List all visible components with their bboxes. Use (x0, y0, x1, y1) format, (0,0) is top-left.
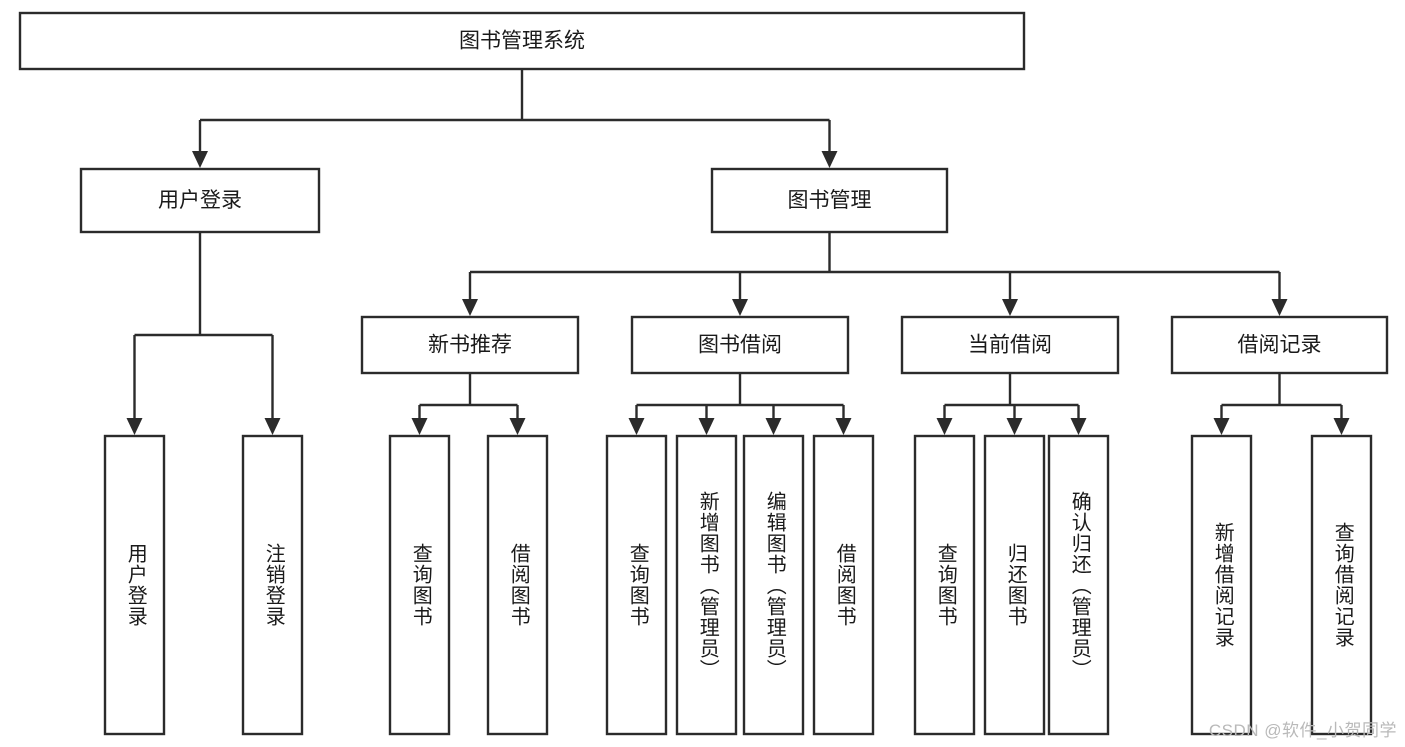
arrow-head-icon (732, 299, 748, 316)
arrow-head-icon (1271, 299, 1288, 316)
node-box-leaf-return-book[interactable] (983, 434, 1046, 736)
arrow-head-icon (462, 299, 478, 316)
node-box-leaf-add-book-admin[interactable] (675, 434, 738, 736)
arrow-head-icon (192, 151, 208, 168)
arrow-head-icon (264, 418, 281, 435)
watermark-text: CSDN @软件_小贺同学 (1208, 721, 1397, 740)
arrow-head-icon (698, 418, 715, 435)
node-box-leaf-edit-book-admin[interactable] (742, 434, 805, 736)
node-label-book-management: 图书管理 (788, 189, 872, 212)
arrow-head-icon (1002, 299, 1018, 316)
arrow-head-icon (1333, 418, 1350, 435)
node-box-leaf-borrow-book[interactable] (812, 434, 875, 736)
node-box-leaf-add-borrow-record[interactable] (1190, 434, 1253, 736)
node-label-book-borrow: 图书借阅 (698, 334, 782, 357)
node-box-leaf-confirm-return-admin[interactable] (1047, 434, 1110, 736)
arrow-head-icon (1070, 418, 1087, 435)
arrow-head-icon (765, 418, 782, 435)
node-label-new-book-recommend: 新书推荐 (428, 334, 512, 357)
node-box-user-login[interactable] (79, 167, 321, 234)
arrow-head-icon (835, 418, 852, 435)
node-box-leaf-query-book-current[interactable] (913, 434, 976, 736)
node-label-current-borrow: 当前借阅 (968, 334, 1052, 357)
arrow-head-icon (1006, 418, 1023, 435)
arrow-head-icon (821, 151, 838, 168)
node-box-book-borrow[interactable] (630, 315, 850, 375)
node-box-layer (18, 11, 1389, 736)
arrow-head-icon (1213, 418, 1230, 435)
arrow-head-icon (509, 418, 526, 435)
node-box-current-borrow[interactable] (900, 315, 1120, 375)
node-box-book-management[interactable] (710, 167, 949, 234)
arrow-head-icon (411, 418, 428, 435)
arrow-head-icon (126, 418, 143, 435)
node-label-borrow-record: 借阅记录 (1238, 334, 1322, 357)
node-box-leaf-query-book-borrow[interactable] (605, 434, 668, 736)
connector-layer (126, 69, 1350, 435)
node-box-root[interactable] (18, 11, 1026, 71)
node-box-leaf-user-login[interactable] (103, 434, 166, 736)
node-box-new-book-recommend[interactable] (360, 315, 580, 375)
node-box-borrow-record[interactable] (1170, 315, 1389, 375)
node-box-leaf-user-logout[interactable] (241, 434, 304, 736)
node-label-root: 图书管理系统 (459, 30, 585, 53)
node-box-leaf-query-borrow-record[interactable] (1310, 434, 1373, 736)
node-box-leaf-borrow-book-recommend[interactable] (486, 434, 549, 736)
arrow-head-icon (628, 418, 645, 435)
arrow-head-icon (936, 418, 953, 435)
node-label-user-login: 用户登录 (158, 189, 242, 212)
node-box-leaf-query-book-recommend[interactable] (388, 434, 451, 736)
